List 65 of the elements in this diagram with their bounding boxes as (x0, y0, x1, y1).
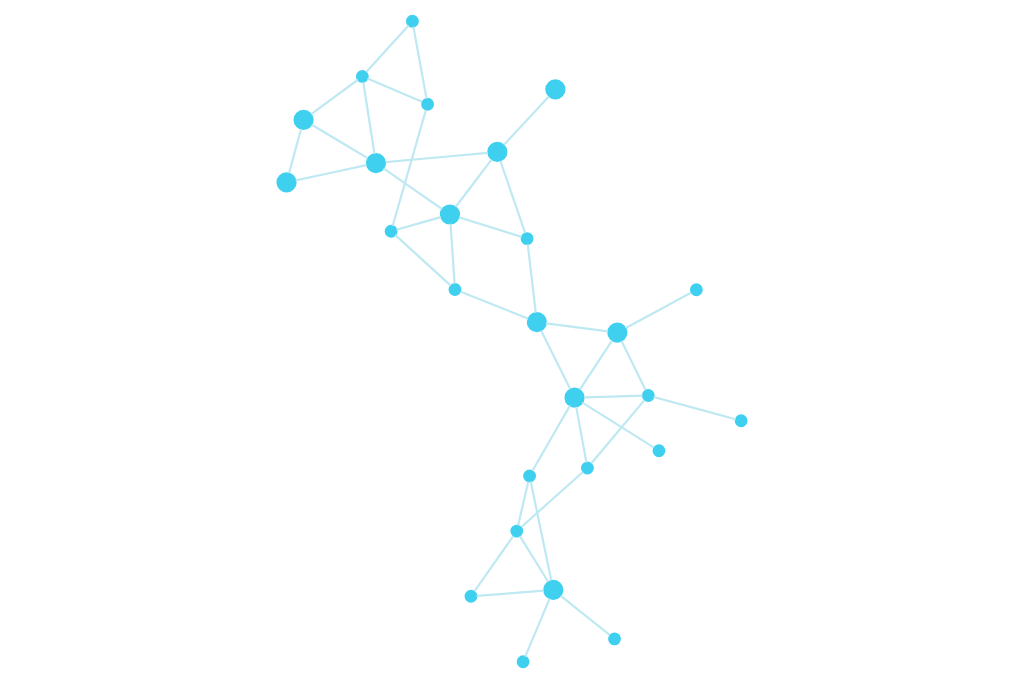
connector (503, 95, 550, 146)
connector (545, 322, 609, 333)
connector (653, 395, 736, 421)
connector (385, 151, 488, 164)
node-circle (276, 172, 297, 193)
node-circle (405, 14, 419, 28)
node-circle (464, 589, 478, 603)
connector (449, 223, 456, 284)
connector (473, 535, 515, 592)
connector (620, 340, 647, 391)
connector (526, 244, 537, 313)
node-circle (516, 655, 530, 669)
node-circle (641, 389, 655, 402)
connector (524, 598, 551, 658)
connector (540, 330, 572, 390)
node-circle (581, 461, 594, 475)
node-circle (293, 109, 314, 130)
connector (310, 78, 359, 116)
node-circle (734, 414, 748, 428)
connector (560, 595, 611, 636)
node-circle (543, 579, 564, 600)
connector (578, 339, 613, 391)
connector (584, 394, 643, 399)
node-circle (487, 141, 508, 163)
node-circle (523, 469, 536, 483)
connector (476, 589, 544, 597)
node-circle (689, 283, 703, 297)
connector (517, 481, 530, 526)
connector (295, 164, 367, 182)
connector (529, 481, 553, 581)
node-circle (608, 632, 621, 646)
connector (288, 129, 302, 174)
connector (367, 77, 423, 103)
connector (575, 406, 588, 463)
connector (391, 109, 427, 227)
connector (458, 216, 522, 238)
connector (590, 399, 646, 464)
node-circle (439, 204, 461, 225)
node-circle (448, 283, 462, 296)
connector (311, 123, 369, 160)
connector (454, 159, 493, 208)
node-circle (652, 444, 666, 458)
node-circle (355, 70, 369, 83)
node-circle (607, 322, 628, 343)
node-circle (520, 232, 534, 246)
connector (518, 535, 550, 583)
connector (396, 216, 442, 231)
node-circle (510, 524, 524, 538)
connector (394, 234, 452, 287)
connector (412, 26, 428, 99)
connector (365, 24, 410, 73)
connector (625, 291, 692, 329)
connector (382, 167, 443, 210)
connector (581, 401, 655, 449)
connector (460, 290, 529, 320)
connector (499, 160, 527, 234)
connector (362, 82, 376, 154)
node-circle (384, 224, 398, 238)
connector (531, 405, 571, 472)
node-circle (526, 312, 547, 333)
node-circle (365, 153, 387, 174)
node-circle (564, 387, 585, 408)
node-circle (421, 97, 434, 111)
node-circle (545, 79, 566, 100)
connector (520, 471, 584, 528)
